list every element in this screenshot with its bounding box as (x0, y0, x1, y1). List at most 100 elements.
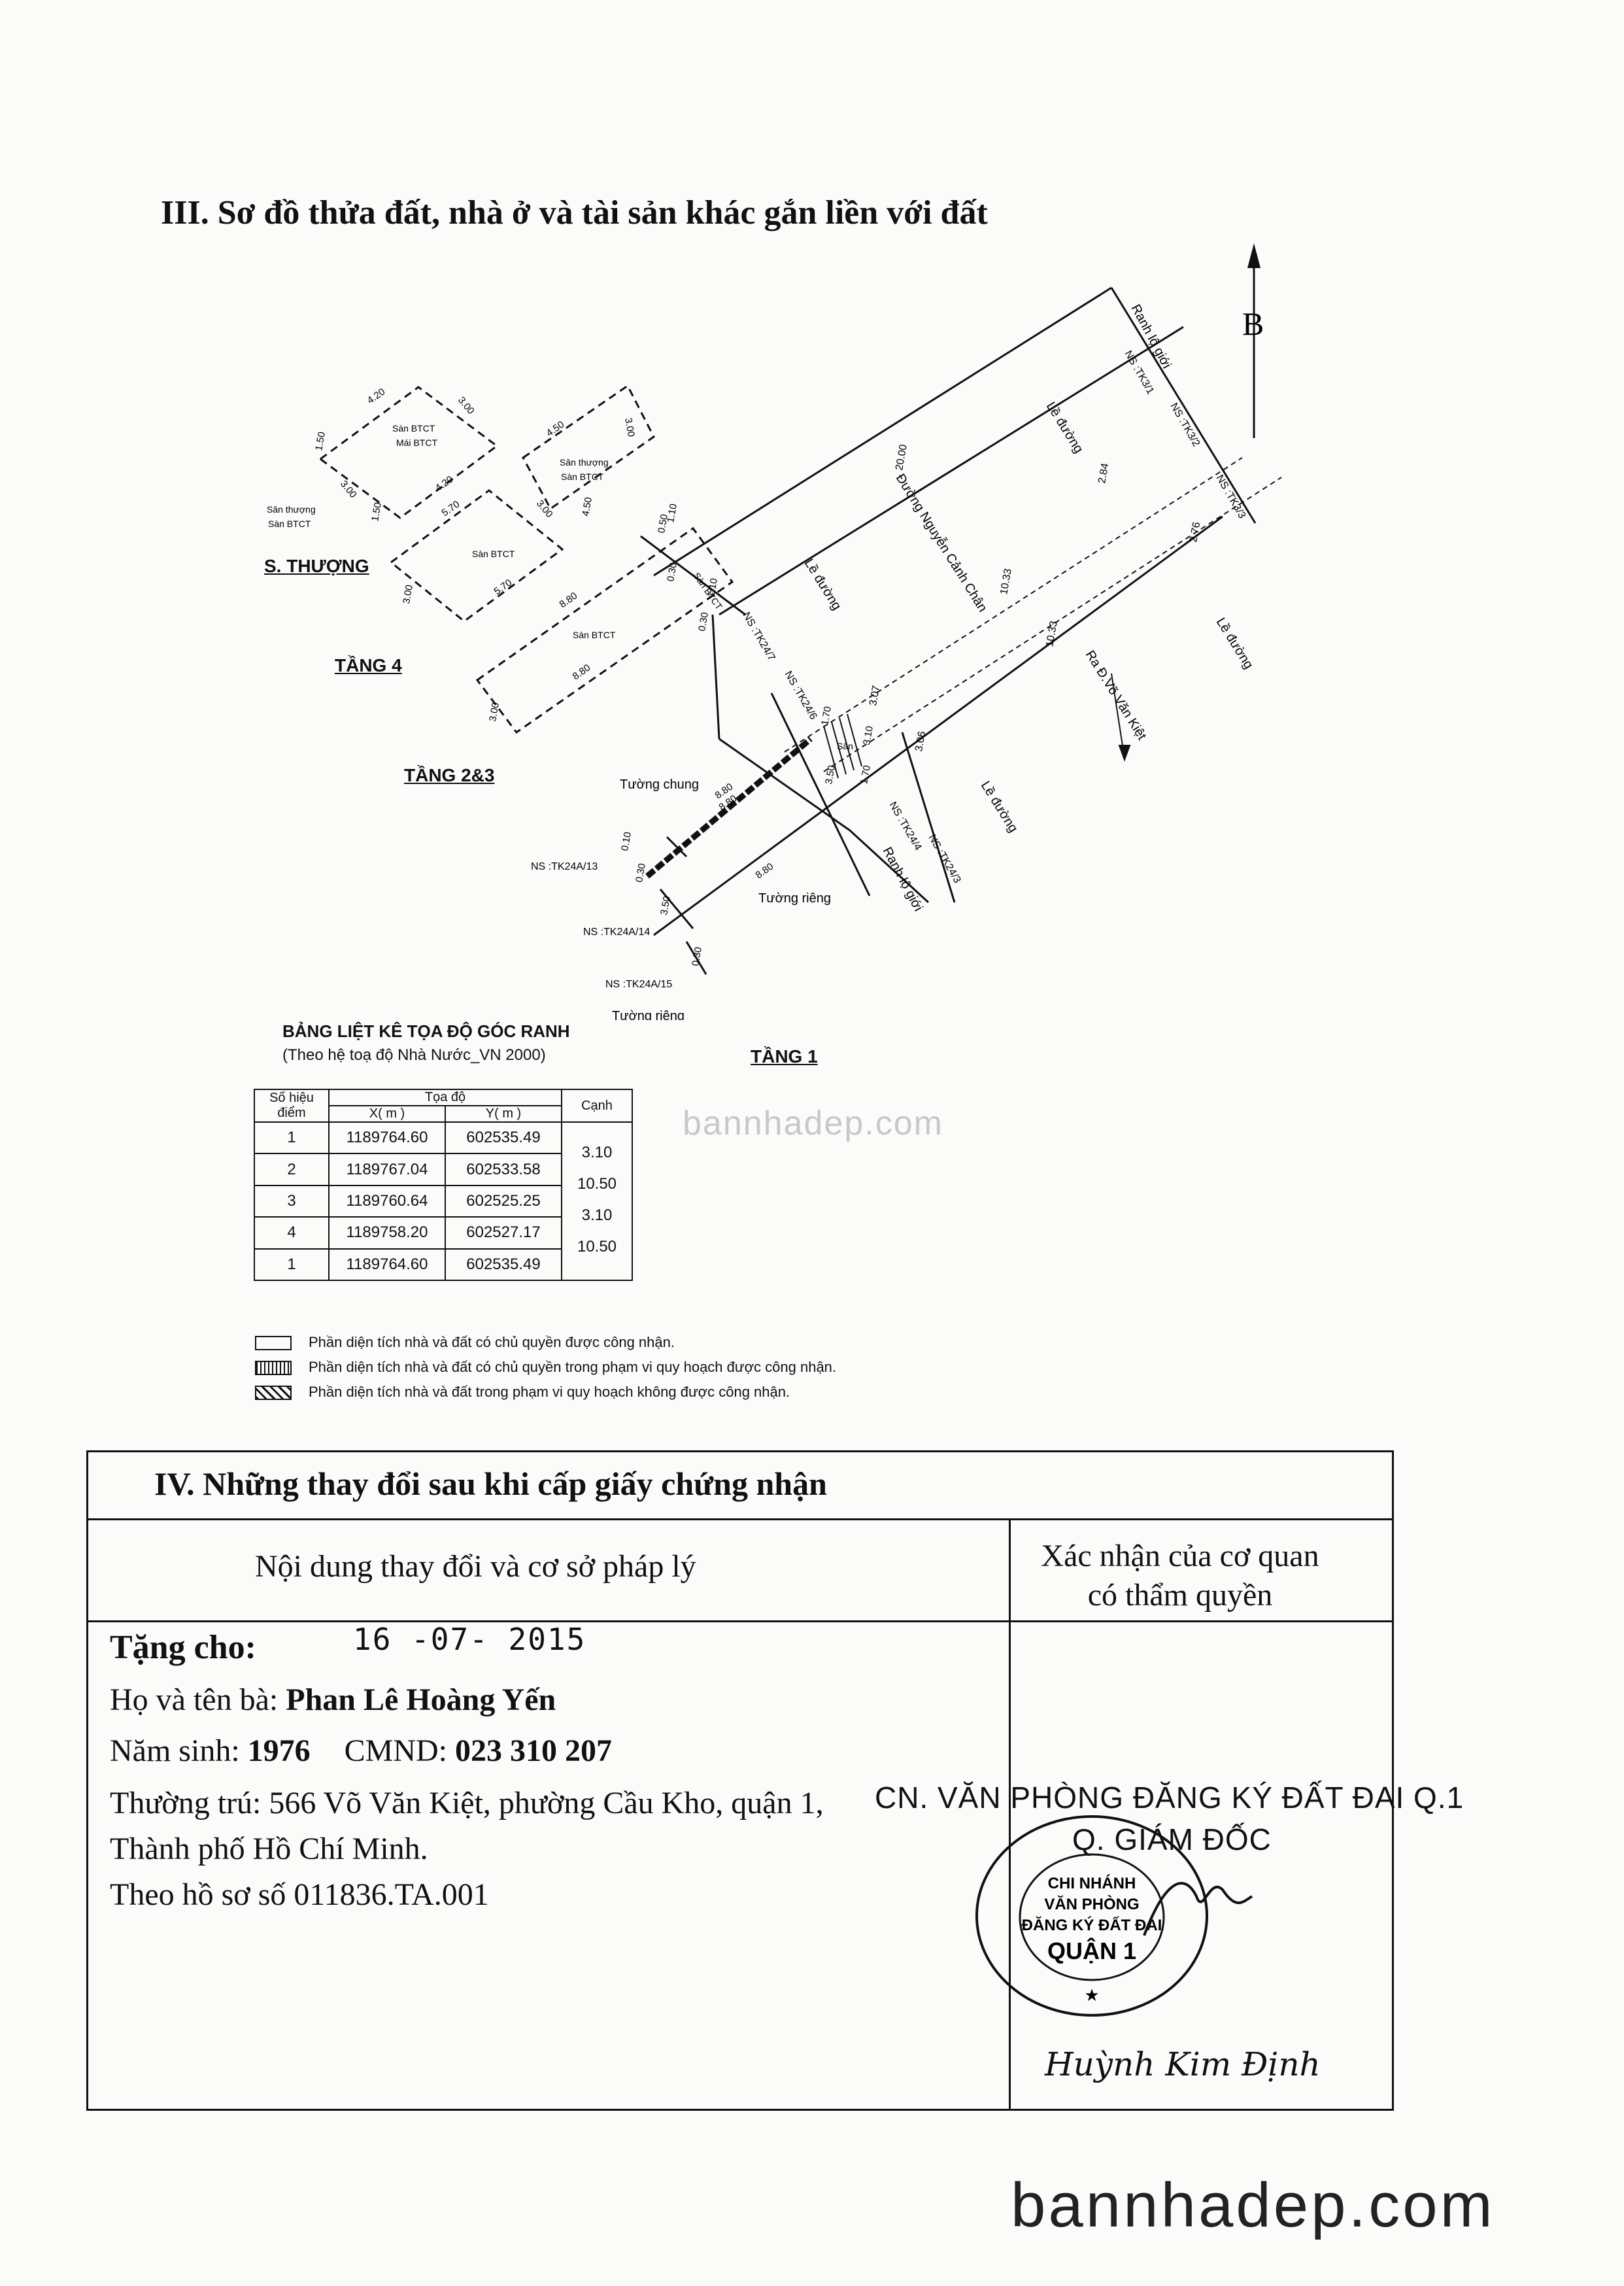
dim-label: 3.00 (401, 584, 415, 605)
cell-y: 602535.49 (445, 1248, 562, 1282)
cell-y: 602533.58 (445, 1153, 562, 1186)
dim-label: 2.76 (1188, 521, 1202, 543)
private-wall-1-label: Tường riêng (758, 891, 831, 906)
roof-a2-label: Mái BTCT (396, 437, 437, 448)
birth-year: 1976 (247, 1733, 311, 1768)
neighbor-label: NS :TK24A/15 (605, 979, 672, 990)
street-name-label: Đường Nguyễn Cảnh Chân (893, 471, 990, 614)
legend-box-hatched (255, 1386, 292, 1401)
divider (86, 1620, 1394, 1622)
legend-text: Phần diện tích nhà và đất có chủ quyền t… (309, 1359, 837, 1375)
yard-label: Sân (837, 741, 853, 751)
section-3-title: III. Sơ đồ thửa đất, nhà ở và tài sản kh… (161, 194, 988, 231)
address-line-1: Thường trú: 566 Võ Văn Kiệt, phường Cầu … (110, 1786, 824, 1820)
watermark-top: bannhadep.com (683, 1104, 943, 1142)
roof-b2-label: Sàn BTCT (561, 471, 604, 482)
f23-room-label: Sàn BTCT (573, 630, 616, 640)
dim-label: 5.70 (440, 499, 462, 519)
legend-item: Phần diện tích nhà và đất trong phạm vi … (255, 1384, 790, 1401)
cell-y: 602535.49 (445, 1121, 562, 1155)
col-header-point: Số hiệu điểm (254, 1089, 330, 1123)
coord-table-title: BẢNG LIỆT KÊ TỌA ĐỘ GÓC RANH (282, 1021, 570, 1041)
changes-table (86, 1450, 1394, 2111)
cell-point: 1 (254, 1121, 330, 1155)
birth-label: Năm sinh: (110, 1733, 240, 1768)
floor-label-4: TẦNG 4 (335, 655, 402, 675)
f4-room-label: Sàn BTCT (472, 549, 515, 559)
cell-x: 1189758.20 (328, 1216, 446, 1250)
neighbor-label: NS :TK24/6 (783, 670, 819, 722)
authority-header: Xác nhận của cơ quan có thẩm quyền (1010, 1537, 1350, 1615)
cell-point: 3 (254, 1184, 330, 1218)
cell-x: 1189764.60 (328, 1121, 446, 1155)
file-reference: Theo hồ sơ số 011836.TA.001 (110, 1877, 489, 1912)
dim-label: 0.50 (656, 513, 670, 534)
floor-label-2-3: TẦNG 2&3 (404, 765, 495, 785)
name-line: Họ và tên bà: Phan Lê Hoàng Yến (110, 1682, 556, 1718)
sidewalk-1-label: Lề đường (1043, 400, 1086, 456)
changes-content-header: Nội dung thay đổi và cơ sở pháp lý (255, 1549, 696, 1584)
neighbor-label: NS :TK24A/14 (583, 927, 650, 938)
dim-label: 8.80 (558, 590, 580, 611)
table-row: 3 1189760.64 602525.25 (254, 1184, 632, 1218)
common-wall-label: Tường chung (620, 777, 699, 792)
dim-label: 0.10 (619, 831, 634, 852)
sidewalk-3-label: Lề đường (978, 779, 1021, 835)
neighbor-label: NS :TK3/1 (1123, 349, 1157, 397)
coord-table: Số hiệu điểm Tọa độ Cạnh X( m ) Y( m ) 1… (254, 1089, 633, 1282)
divider (86, 1518, 1394, 1520)
floor-label-roof: S. THƯỢNG (264, 556, 369, 576)
divider (1009, 1518, 1011, 2111)
seal-text: ĐĂNG KÝ ĐẤT ĐAI (1022, 1916, 1162, 1934)
dim-label: 1.50 (369, 502, 384, 522)
dim-label: 4.50 (580, 496, 594, 517)
edge-value: 10.50 (577, 1175, 617, 1193)
dim-label: 2.84 (1096, 462, 1111, 485)
dim-label: 4.50 (545, 419, 567, 439)
office-name: CN. VĂN PHÒNG ĐĂNG KÝ ĐẤT ĐAI Q.1 (875, 1781, 1464, 1815)
dim-label: 1.10 (665, 503, 679, 524)
roof-c-label: Sân thượng (267, 504, 316, 515)
roof-a-label: Sàn BTCT (392, 423, 435, 434)
svg-text:★: ★ (1084, 1986, 1099, 2005)
legend-box-plain (255, 1336, 292, 1351)
signature-mark (1143, 1882, 1253, 1936)
dim-label: 3.10 (861, 725, 875, 746)
dim-label: 3.50 (658, 895, 673, 916)
authority-header-line: Xác nhận của cơ quan (1041, 1539, 1319, 1573)
dim-label: 3.00 (487, 702, 501, 723)
dim-label: 3.50 (823, 764, 837, 785)
table-row: 2 1189767.04 602533.58 (254, 1153, 632, 1186)
dim-label: 8.80 (571, 662, 593, 683)
dim-label: 3.00 (622, 417, 637, 438)
legend-item: Phần diện tích nhà và đất có chủ quyền đ… (255, 1334, 675, 1351)
boundary-bottom-label: Ranh lộ giới (880, 845, 926, 913)
neighbor-label: NS :TK24/3 (926, 833, 963, 885)
edge-value: 3.10 (581, 1206, 613, 1224)
north-arrow-icon (1247, 243, 1260, 438)
roof-b-label: Sân thượng (560, 457, 609, 468)
neighbor-label: NS :TK24A/13 (531, 861, 598, 872)
seal-text: QUẬN 1 (1047, 1937, 1136, 1964)
director-title: Q. GIÁM ĐỐC (1072, 1822, 1272, 1856)
seal-text: VĂN PHÒNG (1044, 1895, 1139, 1913)
edge-value: 3.10 (581, 1144, 613, 1161)
sidewalk-2-label: Lề đường (802, 556, 844, 613)
legend-item: Phần diện tích nhà và đất có chủ quyền t… (255, 1359, 836, 1376)
dim-label: 1.70 (819, 706, 834, 726)
roof-c2-label: Sàn BTCT (268, 519, 311, 529)
dim-label: 3.07 (868, 685, 882, 707)
dim-label: 0.30 (634, 862, 648, 883)
dim-label: 10.33 (998, 568, 1014, 595)
edge-value: 10.50 (577, 1238, 617, 1255)
table-row: 1 1189764.60 602535.49 3.10 10.50 3.10 1… (254, 1121, 633, 1281)
table-row: 1 1189764.60 602535.49 (254, 1248, 632, 1282)
table-row: 4 1189758.20 602527.17 (254, 1216, 632, 1250)
dim-label: 0.30 (696, 611, 711, 632)
change-date: 16 -07- 2015 (353, 1622, 586, 1657)
site-diagram: B Sàn BTCT Mái BTCT Sân thượng Sàn BTCT … (267, 243, 1282, 1020)
legend-box-dotted (255, 1361, 292, 1376)
birth-id-line: Năm sinh: 1976 CMND: 023 310 207 (110, 1733, 612, 1769)
id-label: CMND: (344, 1733, 448, 1768)
sidewalk-4-label: Lề đường (1213, 615, 1256, 672)
